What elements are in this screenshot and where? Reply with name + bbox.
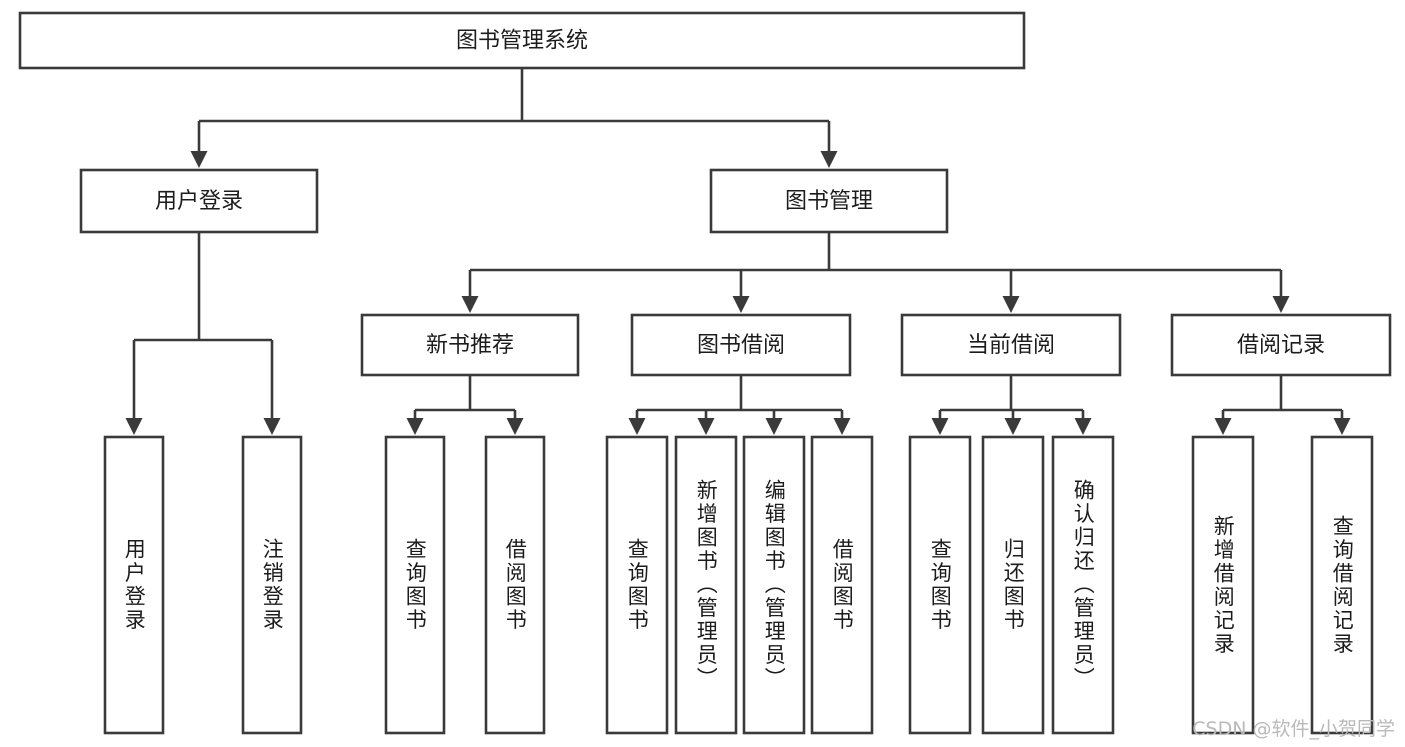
- node-label-leaf-query-book-recommend: 查询图书: [403, 538, 428, 632]
- node-label-leaf-user-login: 用户登录: [122, 538, 147, 632]
- node-label-leaf-query-book-current: 查询图书: [928, 538, 953, 632]
- node-box-user-login[interactable]: [79, 168, 319, 234]
- node-label-root: 图书管理系统: [456, 29, 588, 54]
- node-boxes-layer: [18, 11, 1392, 735]
- arrow-head-book-borrow-1: [697, 418, 715, 435]
- node-label-borrow-records: 借阅记录: [1237, 333, 1325, 358]
- node-box-leaf-add-borrow-record[interactable]: [1191, 435, 1255, 735]
- node-box-new-book-recommend[interactable]: [360, 313, 580, 377]
- node-label-book-borrow: 图书借阅: [697, 333, 785, 358]
- node-label-leaf-add-borrow-record: 新增借阅记录: [1211, 514, 1236, 656]
- node-label-leaf-logout: 注销登录: [260, 538, 285, 632]
- arrow-head-bm-0: [461, 296, 479, 313]
- arrow-head-current-borrow-2: [1074, 418, 1092, 435]
- node-box-root[interactable]: [18, 11, 1026, 70]
- node-box-leaf-user-login[interactable]: [103, 435, 165, 735]
- connectors-layer: [125, 68, 1351, 435]
- arrow-head-book-borrow-3: [833, 418, 851, 435]
- node-box-leaf-query-book-borrow[interactable]: [605, 435, 669, 735]
- arrow-head-bm-1: [732, 296, 750, 313]
- arrow-head-ul-1: [263, 418, 281, 435]
- node-box-leaf-borrow-book-recommend[interactable]: [484, 435, 546, 735]
- arrow-head-bm-2: [1002, 296, 1020, 313]
- node-box-leaf-confirm-return-admin[interactable]: [1051, 435, 1115, 735]
- node-box-leaf-edit-book-admin[interactable]: [742, 435, 806, 735]
- node-label-current-borrow: 当前借阅: [967, 333, 1055, 358]
- node-label-leaf-query-book-borrow: 查询图书: [625, 538, 650, 632]
- node-box-book-management[interactable]: [709, 168, 949, 234]
- arrow-head-new-book-recommend-0: [406, 418, 424, 435]
- arrow-head-ul-0: [125, 418, 143, 435]
- node-label-new-book-recommend: 新书推荐: [426, 333, 514, 358]
- node-label-leaf-borrow-book: 借阅图书: [830, 538, 855, 632]
- node-box-leaf-query-book-recommend[interactable]: [384, 435, 446, 735]
- arrow-head-borrow-records-1: [1333, 418, 1351, 435]
- node-label-leaf-add-book-admin: 新增图书（管理员）: [694, 479, 719, 691]
- arrow-head-root-0: [190, 151, 208, 168]
- node-box-borrow-records[interactable]: [1170, 313, 1392, 377]
- node-box-current-borrow[interactable]: [900, 313, 1122, 377]
- arrow-head-bm-3: [1272, 296, 1290, 313]
- node-label-leaf-borrow-book-recommend: 借阅图书: [503, 538, 528, 632]
- arrow-head-current-borrow-0: [931, 418, 949, 435]
- node-box-leaf-logout[interactable]: [241, 435, 303, 735]
- node-label-leaf-confirm-return-admin: 确认归还（管理员）: [1071, 479, 1096, 691]
- arrow-head-book-borrow-2: [765, 418, 783, 435]
- arrow-head-borrow-records-0: [1214, 418, 1232, 435]
- arrow-head-new-book-recommend-1: [506, 418, 524, 435]
- arrow-head-current-borrow-1: [1004, 418, 1022, 435]
- arrow-head-book-borrow-0: [628, 418, 646, 435]
- node-box-leaf-query-borrow-record[interactable]: [1310, 435, 1374, 735]
- arrow-head-root-1: [820, 151, 838, 168]
- node-label-user-login: 用户登录: [155, 189, 243, 214]
- node-box-leaf-add-book-admin[interactable]: [674, 435, 738, 735]
- node-box-leaf-return-book[interactable]: [981, 435, 1045, 735]
- node-label-book-management: 图书管理: [785, 189, 873, 214]
- node-label-leaf-edit-book-admin: 编辑图书（管理员）: [762, 479, 787, 691]
- csdn-watermark: CSDN @软件_小贺同学: [1192, 718, 1395, 740]
- node-label-leaf-query-borrow-record: 查询借阅记录: [1330, 514, 1355, 656]
- node-box-book-borrow[interactable]: [630, 313, 852, 377]
- node-label-leaf-return-book: 归还图书: [1001, 538, 1026, 632]
- node-box-leaf-borrow-book[interactable]: [810, 435, 874, 735]
- node-box-leaf-query-book-current[interactable]: [908, 435, 972, 735]
